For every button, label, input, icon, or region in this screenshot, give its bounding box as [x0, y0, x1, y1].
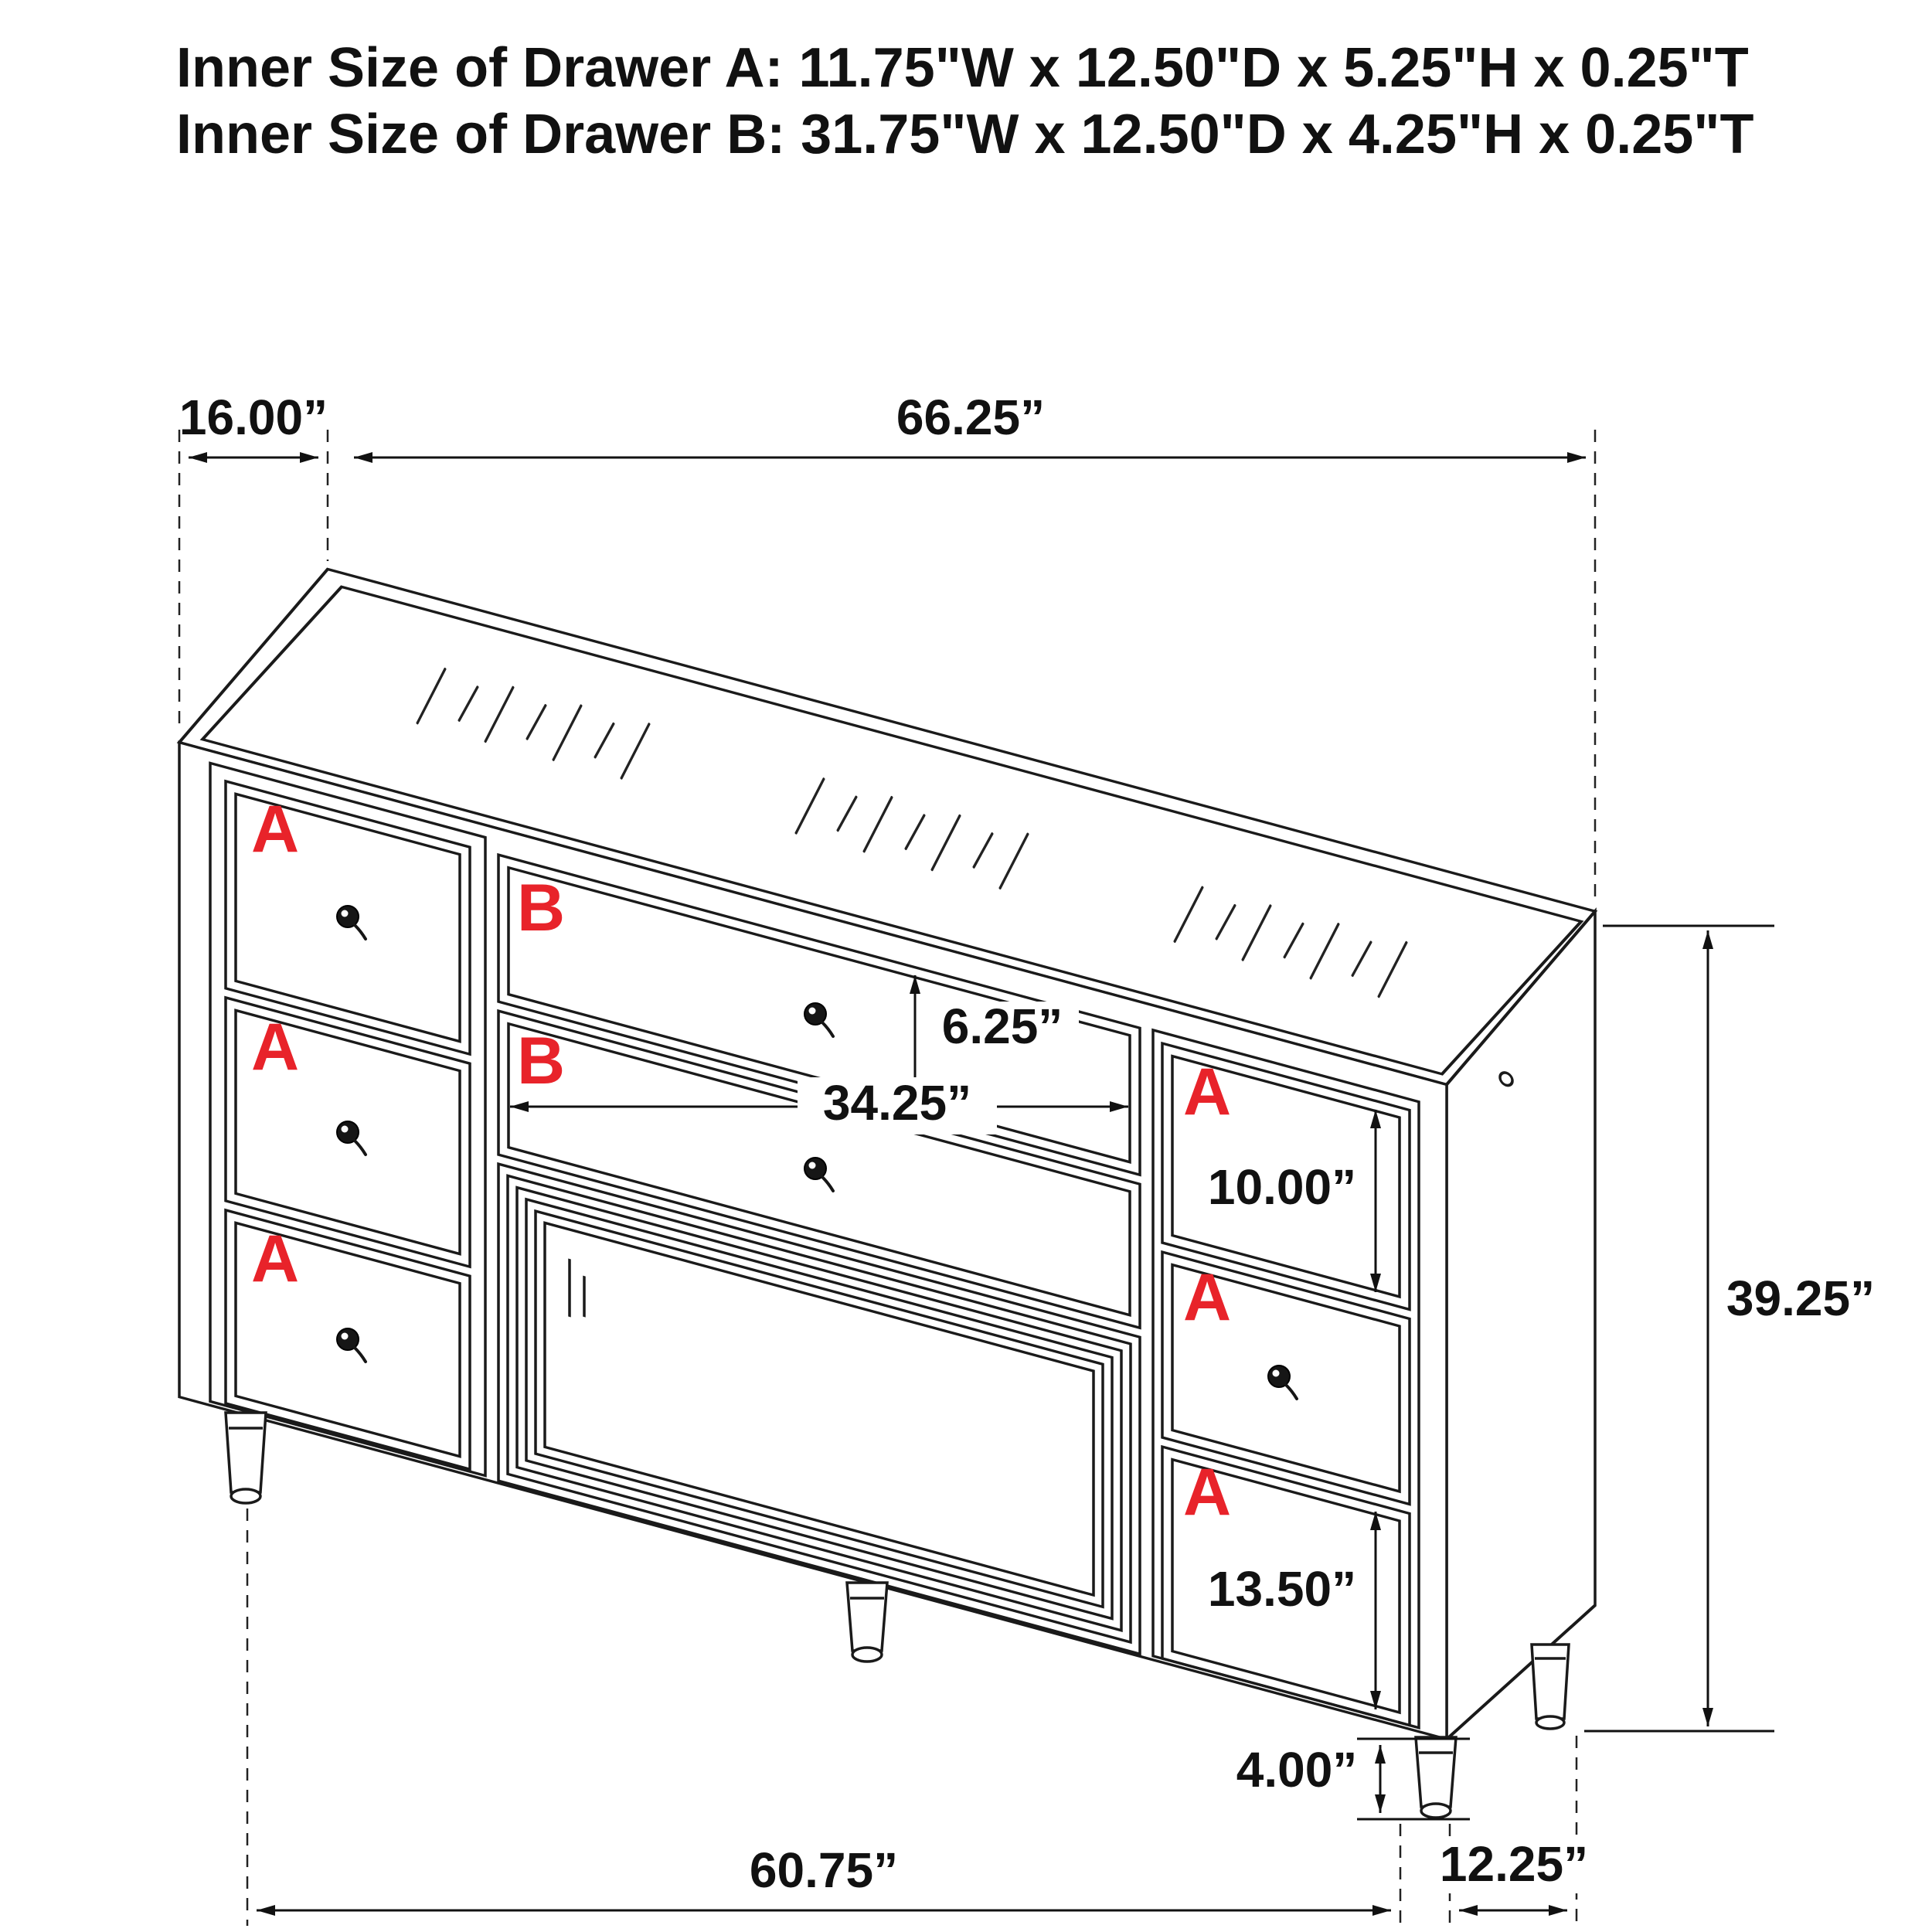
dim-label-10-00: 10.00”: [1208, 1159, 1356, 1215]
dim-label-34-25: 34.25”: [823, 1075, 971, 1131]
mirror-hatch-marks: [416, 667, 1408, 998]
leg-back-right: [1530, 1643, 1570, 1730]
drawer-a2-label: A: [251, 1010, 299, 1084]
dimension-annotations: 16.00” 66.25” 6.25” 34.25” 10.00” 13.50”…: [178, 389, 1875, 1926]
drawer-a5-label: A: [1183, 1260, 1231, 1335]
side-peg-hole: [1498, 1071, 1514, 1087]
drawer-a1: [224, 779, 471, 1056]
label-bg: [1428, 1839, 1600, 1893]
drawer-a6-label: A: [1183, 1455, 1231, 1529]
cabinet-top-mirror: [176, 567, 1598, 1087]
drawer-knobs: [336, 905, 1298, 1400]
label-bg: [1192, 1564, 1372, 1620]
drawer-a3: [224, 1208, 471, 1471]
cabinet-legs: [224, 1411, 1570, 1819]
drawer-a6: [1161, 1444, 1411, 1727]
right-drawer-column: [1151, 1028, 1420, 1730]
drawer-a1-label: A: [251, 792, 299, 866]
dim-label-60-75: 60.75”: [750, 1842, 898, 1898]
dim-label-4-00: 4.00”: [1236, 1742, 1358, 1798]
drawer-knob: [1267, 1365, 1298, 1400]
label-bg: [798, 1077, 997, 1134]
leg-front-left: [224, 1411, 267, 1505]
label-bg: [1192, 1162, 1372, 1218]
drawer-knob: [336, 1328, 367, 1363]
title-line-1: Inner Size of Drawer A: 11.75"W x 12.50"…: [176, 37, 1749, 99]
drawer-b1-label: B: [517, 871, 565, 945]
dim-label-16: 16.00”: [179, 389, 328, 445]
center-door-panel: [497, 1162, 1141, 1656]
drawer-letter-labels: A A A B B A A A: [251, 792, 1231, 1529]
title-line-2: Inner Size of Drawer B: 31.75"W x 12.50"…: [176, 104, 1753, 165]
dim-label-66-25: 66.25”: [896, 389, 1045, 445]
left-drawer-column: [209, 761, 487, 1478]
drawer-a4-label: A: [1183, 1055, 1231, 1129]
title-block: Inner Size of Drawer A: 11.75"W x 12.50"…: [176, 37, 1753, 165]
dim-label-6-25: 6.25”: [942, 998, 1063, 1054]
drawer-a5: [1161, 1250, 1411, 1506]
dim-label-39-25: 39.25”: [1726, 1270, 1875, 1326]
drawer-a4: [1161, 1041, 1411, 1311]
drawer-knob: [804, 1157, 835, 1192]
leg-middle: [845, 1581, 889, 1663]
drawer-a2: [224, 995, 471, 1269]
drawer-knob: [336, 1121, 367, 1156]
dim-label-12-25: 12.25”: [1440, 1836, 1588, 1892]
cabinet-front: [178, 740, 1448, 1741]
drawer-b2-label: B: [517, 1024, 565, 1098]
label-bg: [926, 1002, 1079, 1057]
dim-label-13-50: 13.50”: [1208, 1561, 1356, 1617]
drawer-knob: [336, 905, 367, 940]
cabinet-drawing: [176, 567, 1598, 1743]
drawer-knob: [804, 1002, 835, 1038]
leg-front-right: [1414, 1736, 1458, 1819]
drawer-a3-label: A: [251, 1222, 299, 1296]
